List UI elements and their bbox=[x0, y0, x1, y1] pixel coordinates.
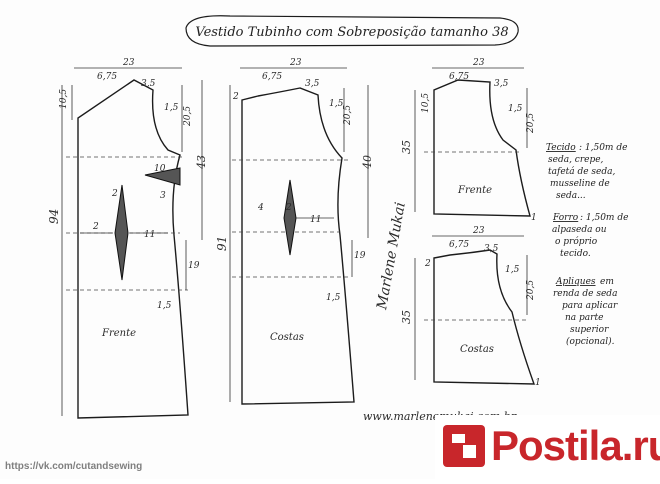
watermark-url: https://vk.com/cutandsewing bbox=[5, 461, 143, 472]
overlay-front-neck-drop: 10,5 bbox=[421, 93, 431, 113]
back-dart-width: 2 bbox=[285, 203, 292, 213]
note-tecido-title: Tecido bbox=[546, 143, 576, 153]
back-label: Costas bbox=[270, 332, 304, 343]
front-hem: 1,5 bbox=[157, 301, 172, 311]
overlay-back-neck-drop: 2 bbox=[424, 259, 431, 269]
overlay-front-armhole-small: 1,5 bbox=[508, 104, 523, 114]
back-piece: 23 6,75 3,5 2 20,5 1,5 40 4 2 11 19 1,5 … bbox=[215, 58, 374, 405]
note-tecido-line-1: : 1,50m de bbox=[579, 143, 627, 153]
note-apliques-line-2: renda de seda bbox=[553, 289, 617, 299]
note-apliques-line-4: na parte bbox=[565, 313, 603, 323]
overlay-back-piece: 23 6,75 3,5 2 20,5 1,5 35 1 Costas bbox=[400, 226, 541, 388]
overlay-back-armhole-small: 1,5 bbox=[505, 265, 520, 275]
back-waist-right: 11 bbox=[310, 215, 321, 225]
title-banner bbox=[185, 15, 519, 47]
overlay-back-width-top: 23 bbox=[472, 226, 485, 236]
front-piece: 23 6,75 3,5 10,5 20,5 1,5 43 10 3 2 2 11… bbox=[47, 58, 208, 419]
back-side-top: 40 bbox=[361, 155, 374, 170]
signature: Marlene Mukai bbox=[374, 201, 409, 312]
front-neck: 6,75 bbox=[97, 72, 117, 82]
back-hip: 19 bbox=[354, 251, 366, 261]
note-tecido-line-5: seda... bbox=[556, 191, 586, 201]
note-forro-line-3: o próprio bbox=[555, 236, 598, 247]
front-armhole-small: 1,5 bbox=[164, 103, 179, 113]
overlay-back-neck: 6,75 bbox=[449, 240, 469, 250]
overlay-back-label: Costas bbox=[460, 344, 494, 355]
overlay-front-shoulder: 3,5 bbox=[494, 79, 509, 89]
front-armhole-depth: 20,5 bbox=[183, 106, 193, 127]
front-neck-drop: 10,5 bbox=[59, 89, 69, 109]
front-length: 94 bbox=[47, 209, 61, 224]
front-waist-left: 2 bbox=[92, 222, 99, 232]
postila-logo-icon bbox=[443, 425, 485, 467]
postila-logo: Postila.ru bbox=[435, 415, 660, 479]
front-waist-right: 11 bbox=[144, 230, 155, 240]
back-hem: 1,5 bbox=[326, 293, 341, 303]
back-armhole-small: 1,5 bbox=[329, 99, 344, 109]
note-forro-line-1: : 1,50m de bbox=[580, 213, 628, 223]
notes-block: Tecido : 1,50m de seda, crepe, tafetá de… bbox=[546, 143, 628, 347]
note-apliques-line-6: (opcional). bbox=[566, 336, 615, 347]
front-bust-dart: 10 bbox=[154, 164, 166, 174]
front-side-top: 43 bbox=[195, 155, 208, 170]
back-armhole-depth: 20,5 bbox=[343, 105, 353, 126]
note-tecido-line-4: musseline de bbox=[550, 179, 610, 189]
note-apliques-title: Apliques bbox=[555, 277, 596, 287]
postila-logo-text: Postila.ru bbox=[491, 422, 660, 469]
back-width-top: 23 bbox=[289, 58, 302, 68]
front-label: Frente bbox=[101, 328, 136, 339]
note-forro-line-4: tecido. bbox=[560, 249, 591, 259]
note-forro-title: Forro bbox=[552, 213, 579, 223]
note-forro-line-2: alpaseda ou bbox=[552, 225, 607, 235]
front-dart-width: 2 bbox=[111, 189, 118, 199]
front-hip: 19 bbox=[188, 261, 200, 271]
overlay-back-hem: 1 bbox=[535, 378, 541, 388]
overlay-front-hem: 1 bbox=[531, 213, 537, 223]
note-apliques-line-5: superior bbox=[570, 325, 609, 335]
note-apliques-line-1: em bbox=[600, 277, 614, 287]
overlay-front-width-top: 23 bbox=[472, 58, 485, 68]
front-dart-tip: 3 bbox=[160, 191, 166, 201]
overlay-back-armhole-depth: 20,5 bbox=[526, 280, 536, 301]
note-tecido-line-3: tafetá de seda, bbox=[548, 166, 616, 177]
overlay-front-neck: 6,75 bbox=[449, 72, 469, 82]
back-length: 91 bbox=[215, 236, 229, 251]
note-apliques-line-3: para aplicar bbox=[562, 301, 618, 311]
overlay-front-label: Frente bbox=[457, 185, 492, 196]
overlay-front-piece: 23 6,75 3,5 10,5 20,5 1,5 35 1 Frente bbox=[400, 58, 537, 223]
back-shoulder: 3,5 bbox=[305, 79, 320, 89]
overlay-back-shoulder: 3,5 bbox=[484, 244, 499, 254]
overlay-back-length: 35 bbox=[400, 310, 413, 324]
back-dart-tip: 4 bbox=[257, 203, 264, 213]
title: Vestido Tubinho com Sobreposição tamanho… bbox=[195, 25, 508, 40]
front-shoulder: 3,5 bbox=[141, 79, 156, 89]
back-neck: 6,75 bbox=[262, 72, 282, 82]
note-tecido-line-2: seda, crepe, bbox=[548, 155, 604, 165]
overlay-front-length: 35 bbox=[400, 140, 413, 154]
overlay-front-armhole-depth: 20,5 bbox=[526, 113, 536, 134]
front-width-top: 23 bbox=[122, 58, 135, 68]
back-neck-drop: 2 bbox=[232, 92, 239, 102]
